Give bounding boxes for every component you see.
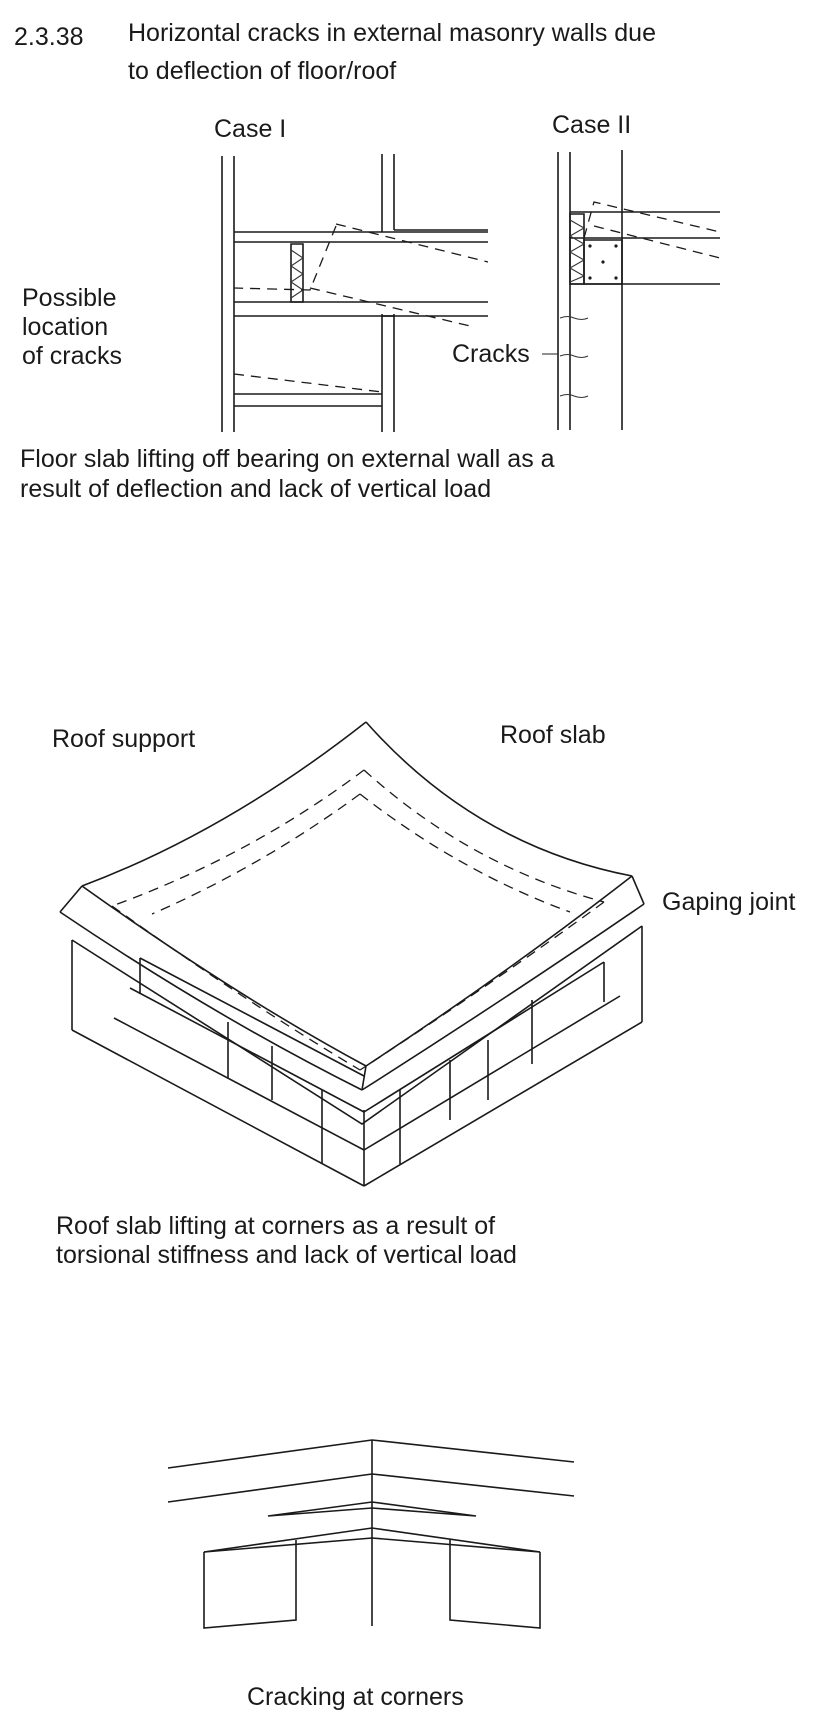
figure1-caption-line-1: Floor slab lifting off bearing on extern… — [20, 445, 555, 473]
figure2-caption-line-1: Roof slab lifting at corners as a result… — [56, 1212, 496, 1240]
case-1-section-drawing — [222, 154, 488, 432]
figure3-caption: Cracking at corners — [247, 1683, 464, 1711]
figure1-caption-line-2: result of deflection and lack of vertica… — [20, 475, 492, 503]
location-label-line-1: Possible — [22, 284, 117, 312]
location-label-line-3: of cracks — [22, 342, 123, 370]
heading-line-1: Horizontal cracks in external masonry wa… — [128, 19, 656, 47]
case-2-label: Case II — [552, 111, 632, 139]
case-2-section-drawing — [542, 150, 720, 430]
cracking-at-corners-drawing — [168, 1440, 574, 1628]
roof-slab-isometric-drawing — [60, 722, 644, 1186]
heading-line-2: to deflection of floor/roof — [128, 57, 397, 85]
roof-support-label: Roof support — [52, 725, 196, 753]
cracks-label: Cracks — [452, 340, 530, 368]
gaping-joint-label: Gaping joint — [662, 888, 796, 916]
figure-number: 2.3.38 — [14, 23, 84, 51]
roof-slab-label: Roof slab — [500, 721, 606, 749]
figure2-caption-line-2: torsional stiffness and lack of vertical… — [56, 1241, 517, 1269]
case-1-label: Case I — [214, 115, 287, 143]
location-label-line-2: location — [22, 313, 109, 341]
